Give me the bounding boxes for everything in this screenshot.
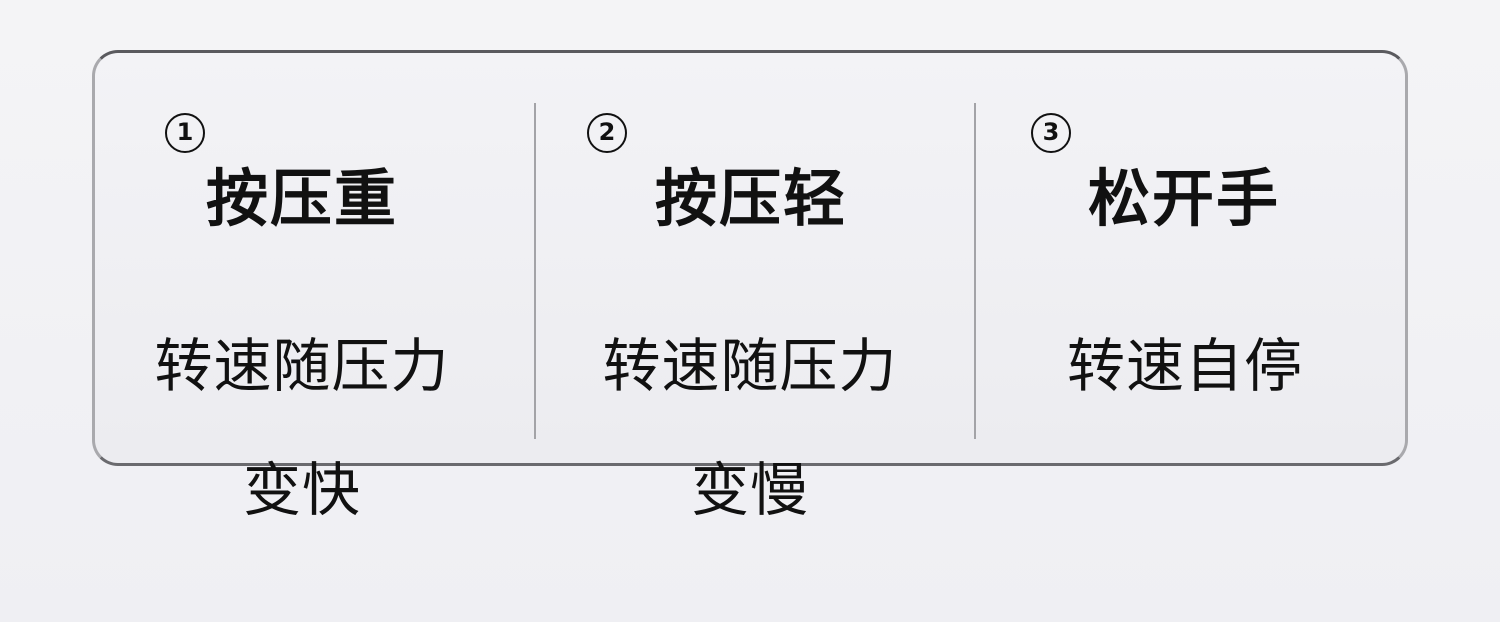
step-3-description-line-1: 转速自停 — [1066, 332, 1303, 400]
step-1: 1 按压重 转速随压力 变快 — [95, 53, 536, 521]
step-2-number-badge: 2 — [587, 113, 627, 153]
step-3-number-badge: 3 — [1031, 113, 1071, 153]
step-2-title: 按压轻 — [654, 162, 847, 235]
instructions-panel: 1 按压重 转速随压力 变快 2 按压轻 转速随压力 变慢 3 松开手 转速自停 — [92, 50, 1408, 521]
step-1-title: 按压重 — [205, 162, 398, 235]
step-2-description: 转速随压力 变慢 — [525, 273, 975, 583]
step-2: 2 按压轻 转速随压力 变慢 — [535, 53, 976, 521]
step-3-title: 松开手 — [1087, 162, 1280, 235]
step-2-description-line-2: 变慢 — [690, 456, 809, 524]
column-divider — [534, 103, 536, 439]
step-3-description: 转速自停 — [965, 273, 1405, 459]
step-3: 3 松开手 转速自停 — [975, 53, 1405, 463]
step-1-description-line-1: 转速随压力 — [154, 332, 450, 400]
step-1-description-line-2: 变快 — [242, 456, 361, 524]
step-1-number-badge: 1 — [165, 113, 205, 153]
step-1-description: 转速随压力 变快 — [69, 273, 535, 583]
column-divider — [974, 103, 976, 439]
step-2-description-line-1: 转速随压力 — [602, 332, 898, 400]
